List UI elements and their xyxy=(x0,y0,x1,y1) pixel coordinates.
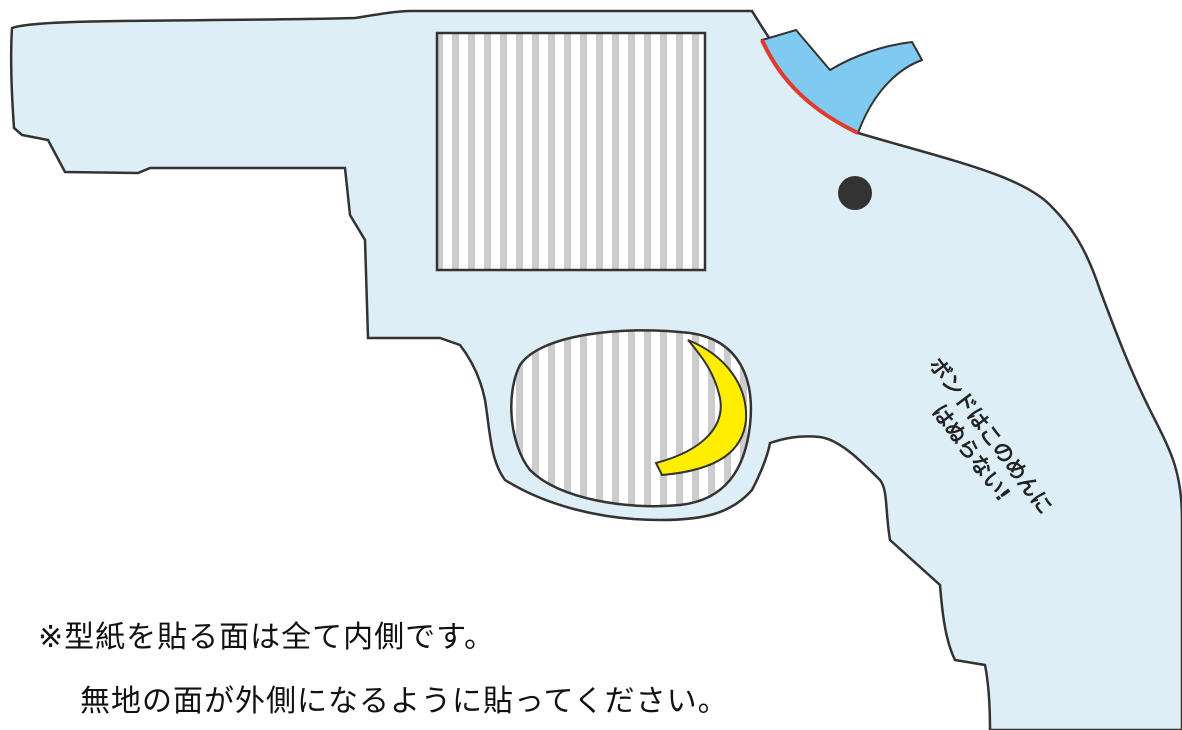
note-line2: 無地の面が外側になるように貼ってください。 xyxy=(80,684,729,719)
note-line1: ※型紙を貼る面は全て内側です。 xyxy=(38,620,496,655)
trigger xyxy=(654,339,748,477)
pin xyxy=(838,176,872,210)
hammer-edge xyxy=(760,39,859,135)
cylinder-window xyxy=(435,31,707,272)
